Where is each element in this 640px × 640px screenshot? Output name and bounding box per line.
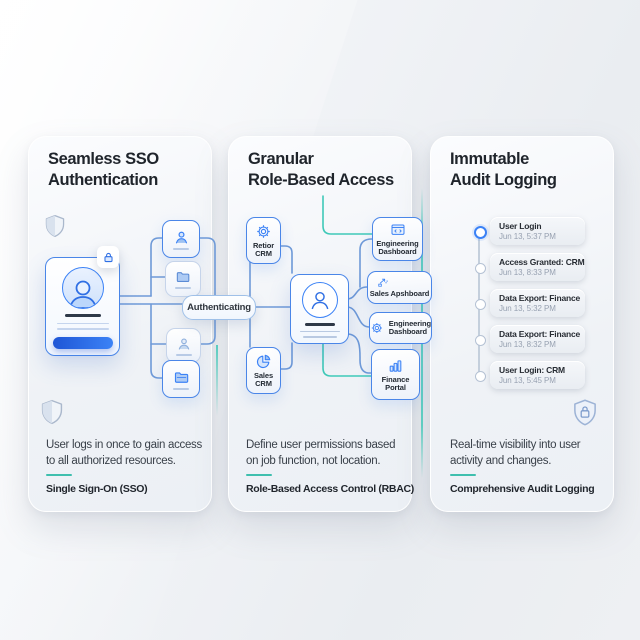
idcard-name-line bbox=[304, 323, 335, 326]
app-tile-retior-crm: Retior CRM bbox=[246, 217, 281, 264]
pie-chart-icon bbox=[256, 354, 271, 368]
sso-title-line1: Seamless SSO bbox=[48, 150, 159, 168]
timeline-node bbox=[474, 262, 486, 274]
tile-label: Retior CRM bbox=[252, 240, 275, 258]
sso-title-line2: Authentication bbox=[48, 171, 158, 189]
shield-icon bbox=[45, 214, 65, 238]
rbac-description-line2: on job function, not location. bbox=[246, 455, 381, 467]
resource-tile-user bbox=[166, 328, 201, 363]
audit-event-chip: Data Export: Finance Jun 13, 5:32 PM bbox=[490, 289, 585, 317]
avatar bbox=[301, 282, 338, 318]
authenticating-label: Authenticating bbox=[187, 302, 251, 313]
app-tile-engineering-dashboard: Engineering Dashboard bbox=[369, 312, 432, 344]
tile-stub-line bbox=[173, 247, 189, 250]
timeline-node bbox=[474, 370, 486, 382]
user-id-card bbox=[45, 257, 120, 356]
audit-event-title: User Login bbox=[499, 221, 542, 231]
idcard-text-line bbox=[302, 336, 337, 338]
user-icon bbox=[311, 291, 328, 310]
shield-lock-icon bbox=[573, 399, 597, 426]
audit-title: Immutable Audit Logging bbox=[450, 149, 557, 191]
user-icon bbox=[175, 231, 187, 243]
audit-event-chip: User Login: CRM Jun 13, 5:45 PM bbox=[490, 361, 585, 389]
sso-description-line2: to all authorized resources. bbox=[46, 455, 176, 467]
idcard-sign-in-pill bbox=[52, 336, 113, 349]
folder-icon bbox=[174, 371, 188, 383]
resource-tile-folder bbox=[165, 261, 201, 297]
tile-label: Sales CRM bbox=[253, 370, 274, 388]
app-tile-finance-portal: Finance Portal bbox=[371, 349, 420, 400]
rbac-description-line1: Define user permissions based bbox=[246, 439, 396, 451]
card-audit bbox=[430, 136, 614, 512]
user-icon bbox=[68, 280, 97, 308]
resource-tile-user bbox=[162, 220, 200, 258]
app-tile-sales-crm: Sales CRM bbox=[246, 347, 281, 394]
shield-icon bbox=[41, 399, 63, 425]
bar-chart-icon bbox=[389, 359, 402, 372]
timeline-node bbox=[474, 298, 486, 310]
audit-event-time: Jun 13, 5:32 PM bbox=[499, 304, 556, 313]
audit-event-title: Data Export: Finance bbox=[499, 293, 581, 303]
avatar bbox=[61, 267, 104, 309]
sso-title: Seamless SSO Authentication bbox=[48, 149, 159, 191]
tile-stub-line bbox=[173, 387, 189, 390]
teal-divider bbox=[46, 474, 72, 476]
role-user-card bbox=[290, 274, 349, 344]
audit-event-chip: Data Export: Finance Jun 13, 8:32 PM bbox=[490, 325, 585, 353]
audit-description-line2: activity and changes. bbox=[450, 455, 552, 467]
rbac-title-line2: Role-Based Access bbox=[248, 171, 394, 189]
audit-description: Real-time visibility into user activity … bbox=[450, 437, 581, 469]
app-tile-sales-apshboard: Sales Apshboard bbox=[367, 271, 432, 304]
idcard-text-line bbox=[56, 322, 109, 324]
audit-event-title: Access Granted: CRM bbox=[499, 257, 585, 267]
audit-event-title: User Login: CRM bbox=[499, 365, 565, 375]
tile-label: Sales Apshboard bbox=[369, 289, 430, 299]
trend-icon bbox=[378, 278, 388, 287]
audit-event-time: Jun 13, 8:32 PM bbox=[499, 340, 556, 349]
app-tile-engineering-dashboard: Engineering Dashboard bbox=[372, 217, 423, 261]
timeline-node-active bbox=[474, 226, 487, 239]
audit-description-line1: Real-time visibility into user bbox=[450, 439, 581, 451]
teal-divider bbox=[246, 474, 272, 476]
teal-divider bbox=[450, 474, 476, 476]
audit-event-title: Data Export: Finance bbox=[499, 329, 581, 339]
authenticating-chip: Authenticating bbox=[182, 295, 256, 320]
lock-icon bbox=[103, 252, 113, 262]
audit-event-chip: User Login Jun 13, 5:37 PM bbox=[490, 217, 585, 245]
sso-description-line1: User logs in once to gain access bbox=[46, 439, 202, 451]
rbac-title-line1: Granular bbox=[248, 150, 314, 168]
rbac-caption: Role-Based Access Control (RBAC) bbox=[246, 483, 414, 495]
code-window-icon bbox=[391, 224, 404, 235]
audit-title-line1: Immutable bbox=[450, 150, 529, 168]
lock-badge bbox=[97, 246, 119, 268]
tile-stub-line bbox=[175, 353, 192, 356]
audit-event-time: Jun 13, 5:45 PM bbox=[499, 376, 556, 385]
sso-description: User logs in once to gain access to all … bbox=[46, 437, 202, 469]
tile-label: Engineering Dashboard bbox=[376, 238, 419, 256]
resource-tile-folder bbox=[162, 360, 200, 398]
audit-title-line2: Audit Logging bbox=[450, 171, 557, 189]
timeline-node bbox=[474, 334, 486, 346]
tile-stub-line bbox=[175, 287, 191, 289]
idcard-name-line bbox=[64, 314, 101, 317]
idcard-text-line bbox=[56, 328, 109, 330]
gear-icon bbox=[371, 322, 382, 334]
audit-event-time: Jun 13, 8:33 PM bbox=[499, 268, 556, 277]
audit-event-time: Jun 13, 5:37 PM bbox=[499, 232, 556, 241]
tile-label: Finance Portal bbox=[381, 374, 410, 392]
rbac-title: Granular Role-Based Access bbox=[248, 149, 394, 191]
gear-icon bbox=[257, 224, 270, 238]
rbac-description: Define user permissions based on job fun… bbox=[246, 437, 395, 469]
audit-event-chip: Access Granted: CRM Jun 13, 8:33 PM bbox=[490, 253, 585, 281]
audit-caption: Comprehensive Audit Logging bbox=[450, 483, 595, 495]
tile-label: Engineering Dashboard bbox=[388, 318, 431, 336]
sso-caption: Single Sign-On (SSO) bbox=[46, 483, 148, 495]
folder-icon bbox=[176, 272, 190, 282]
user-icon bbox=[178, 337, 189, 350]
idcard-text-line bbox=[299, 330, 340, 332]
